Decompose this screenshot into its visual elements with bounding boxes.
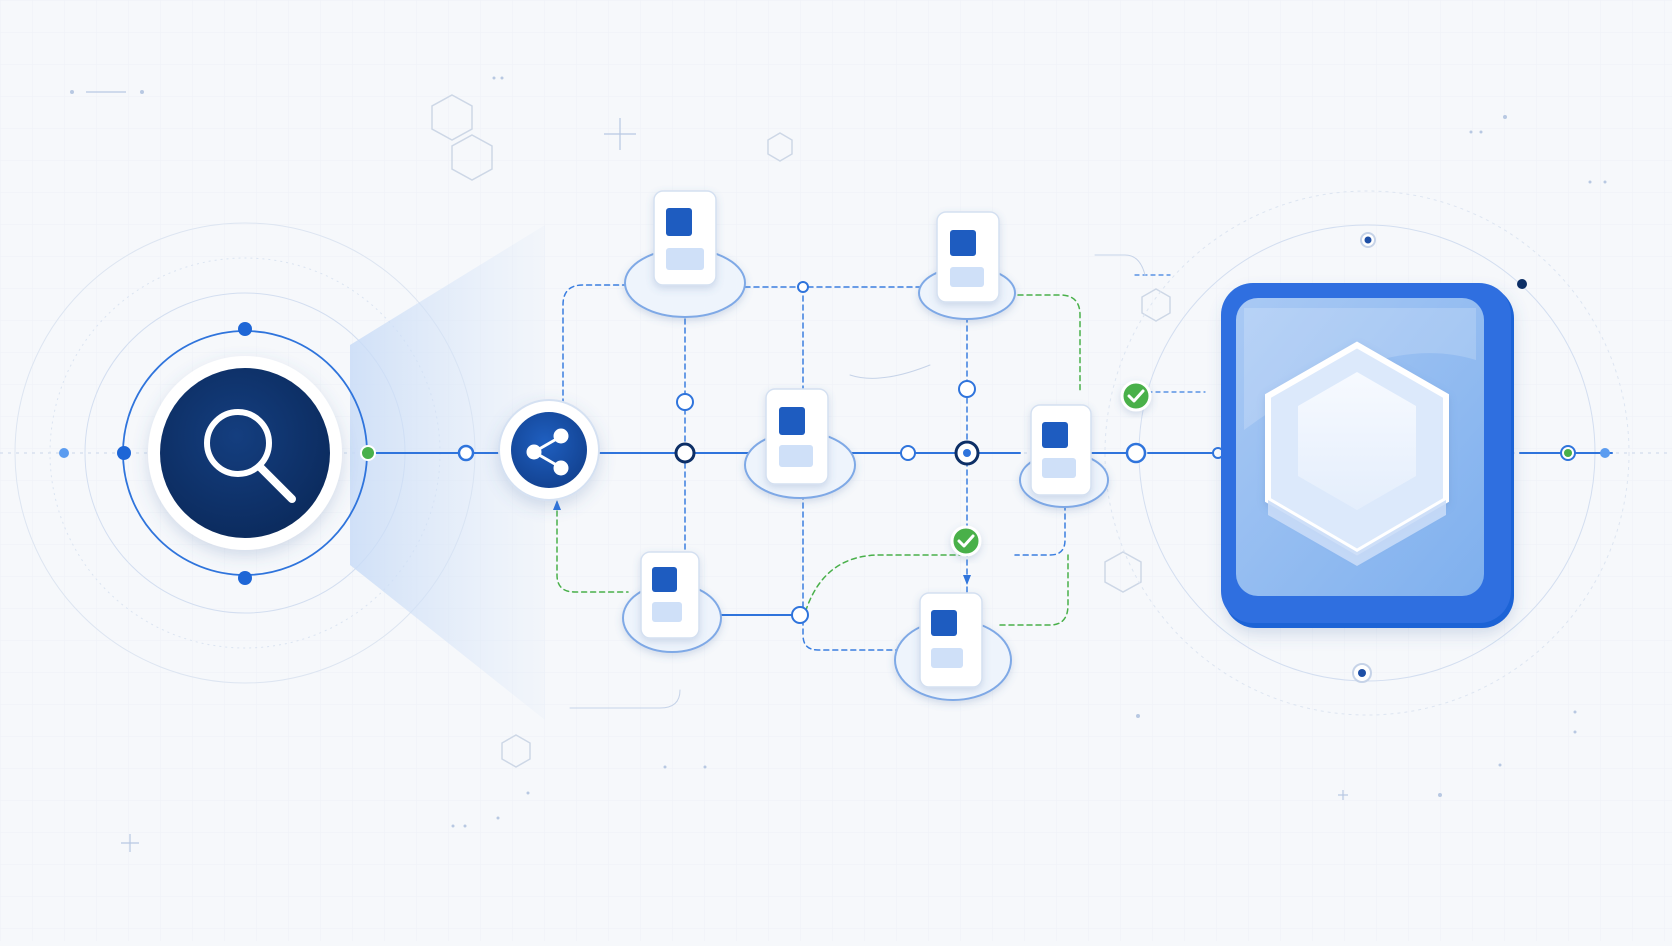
document-node: [624, 190, 746, 318]
junction-node: [59, 448, 69, 458]
checkpoint-badge: [1120, 380, 1152, 412]
junction-node-core: [1564, 449, 1572, 457]
link-router-doc-top-left: [562, 284, 626, 414]
document-node: [1019, 404, 1109, 508]
junction-node: [791, 606, 809, 624]
link-router-doc-bottom-left: [556, 492, 629, 593]
junction-node: [1600, 448, 1610, 458]
document-card-icon: [936, 211, 1000, 303]
hexagon-icon: [767, 132, 793, 162]
document-card-icon: [765, 388, 829, 485]
checkmark-icon: [957, 534, 975, 548]
junction-node: [958, 380, 976, 398]
link-doc-bottom-right-up: [999, 554, 1069, 626]
magnifying-glass-icon: [204, 409, 296, 503]
destination-node: [1221, 283, 1514, 628]
hexagon-icon: [1265, 341, 1449, 566]
arrow-up-icon: [553, 500, 561, 510]
document-card-icon: [1030, 404, 1092, 496]
junction-node: [797, 281, 809, 293]
hexagon-icon: [451, 134, 493, 181]
decorative-dots: [70, 76, 1607, 828]
link-right-down: [1014, 504, 1066, 556]
document-node: [744, 388, 856, 499]
checkpoint-badge: [950, 525, 982, 557]
search-node: [117, 322, 376, 585]
junction-node: [457, 444, 475, 462]
document-card-icon: [653, 190, 717, 286]
orbit-dot: [117, 446, 131, 460]
junction-nodes: [59, 232, 1610, 683]
hexagon-icon: [1141, 288, 1171, 322]
decorative-sparkles: [86, 91, 1348, 852]
orbit-dot: [238, 322, 252, 336]
document-node: [622, 551, 722, 653]
hexagon-icon: [431, 94, 473, 141]
document-card-icon: [919, 592, 983, 688]
junction-node: [676, 393, 694, 411]
orbit-dot: [238, 571, 252, 585]
checkmark-icon: [1127, 389, 1145, 403]
arrow-down-icon: [963, 575, 971, 585]
junction-node: [1125, 442, 1147, 464]
document-node: [918, 211, 1016, 320]
junction-node-core: [963, 449, 971, 457]
router-node-core: [511, 412, 587, 488]
router-node: [498, 399, 600, 501]
hexagon-icon: [1104, 551, 1142, 593]
share-icon: [526, 428, 569, 476]
junction-node: [674, 442, 696, 464]
document-node: [894, 592, 1012, 701]
junction-node: [1517, 279, 1527, 289]
link-vertical-middle: [802, 286, 901, 651]
junction-node: [900, 445, 916, 461]
hexagon-icon: [501, 734, 531, 768]
scan-beam: [350, 225, 545, 720]
document-card-icon: [640, 551, 700, 639]
link-doc-top-right-check: [1017, 294, 1081, 393]
decorative-hexagons: [431, 94, 1171, 768]
orbit-dot-active: [360, 445, 376, 461]
search-node-core: [160, 368, 330, 538]
